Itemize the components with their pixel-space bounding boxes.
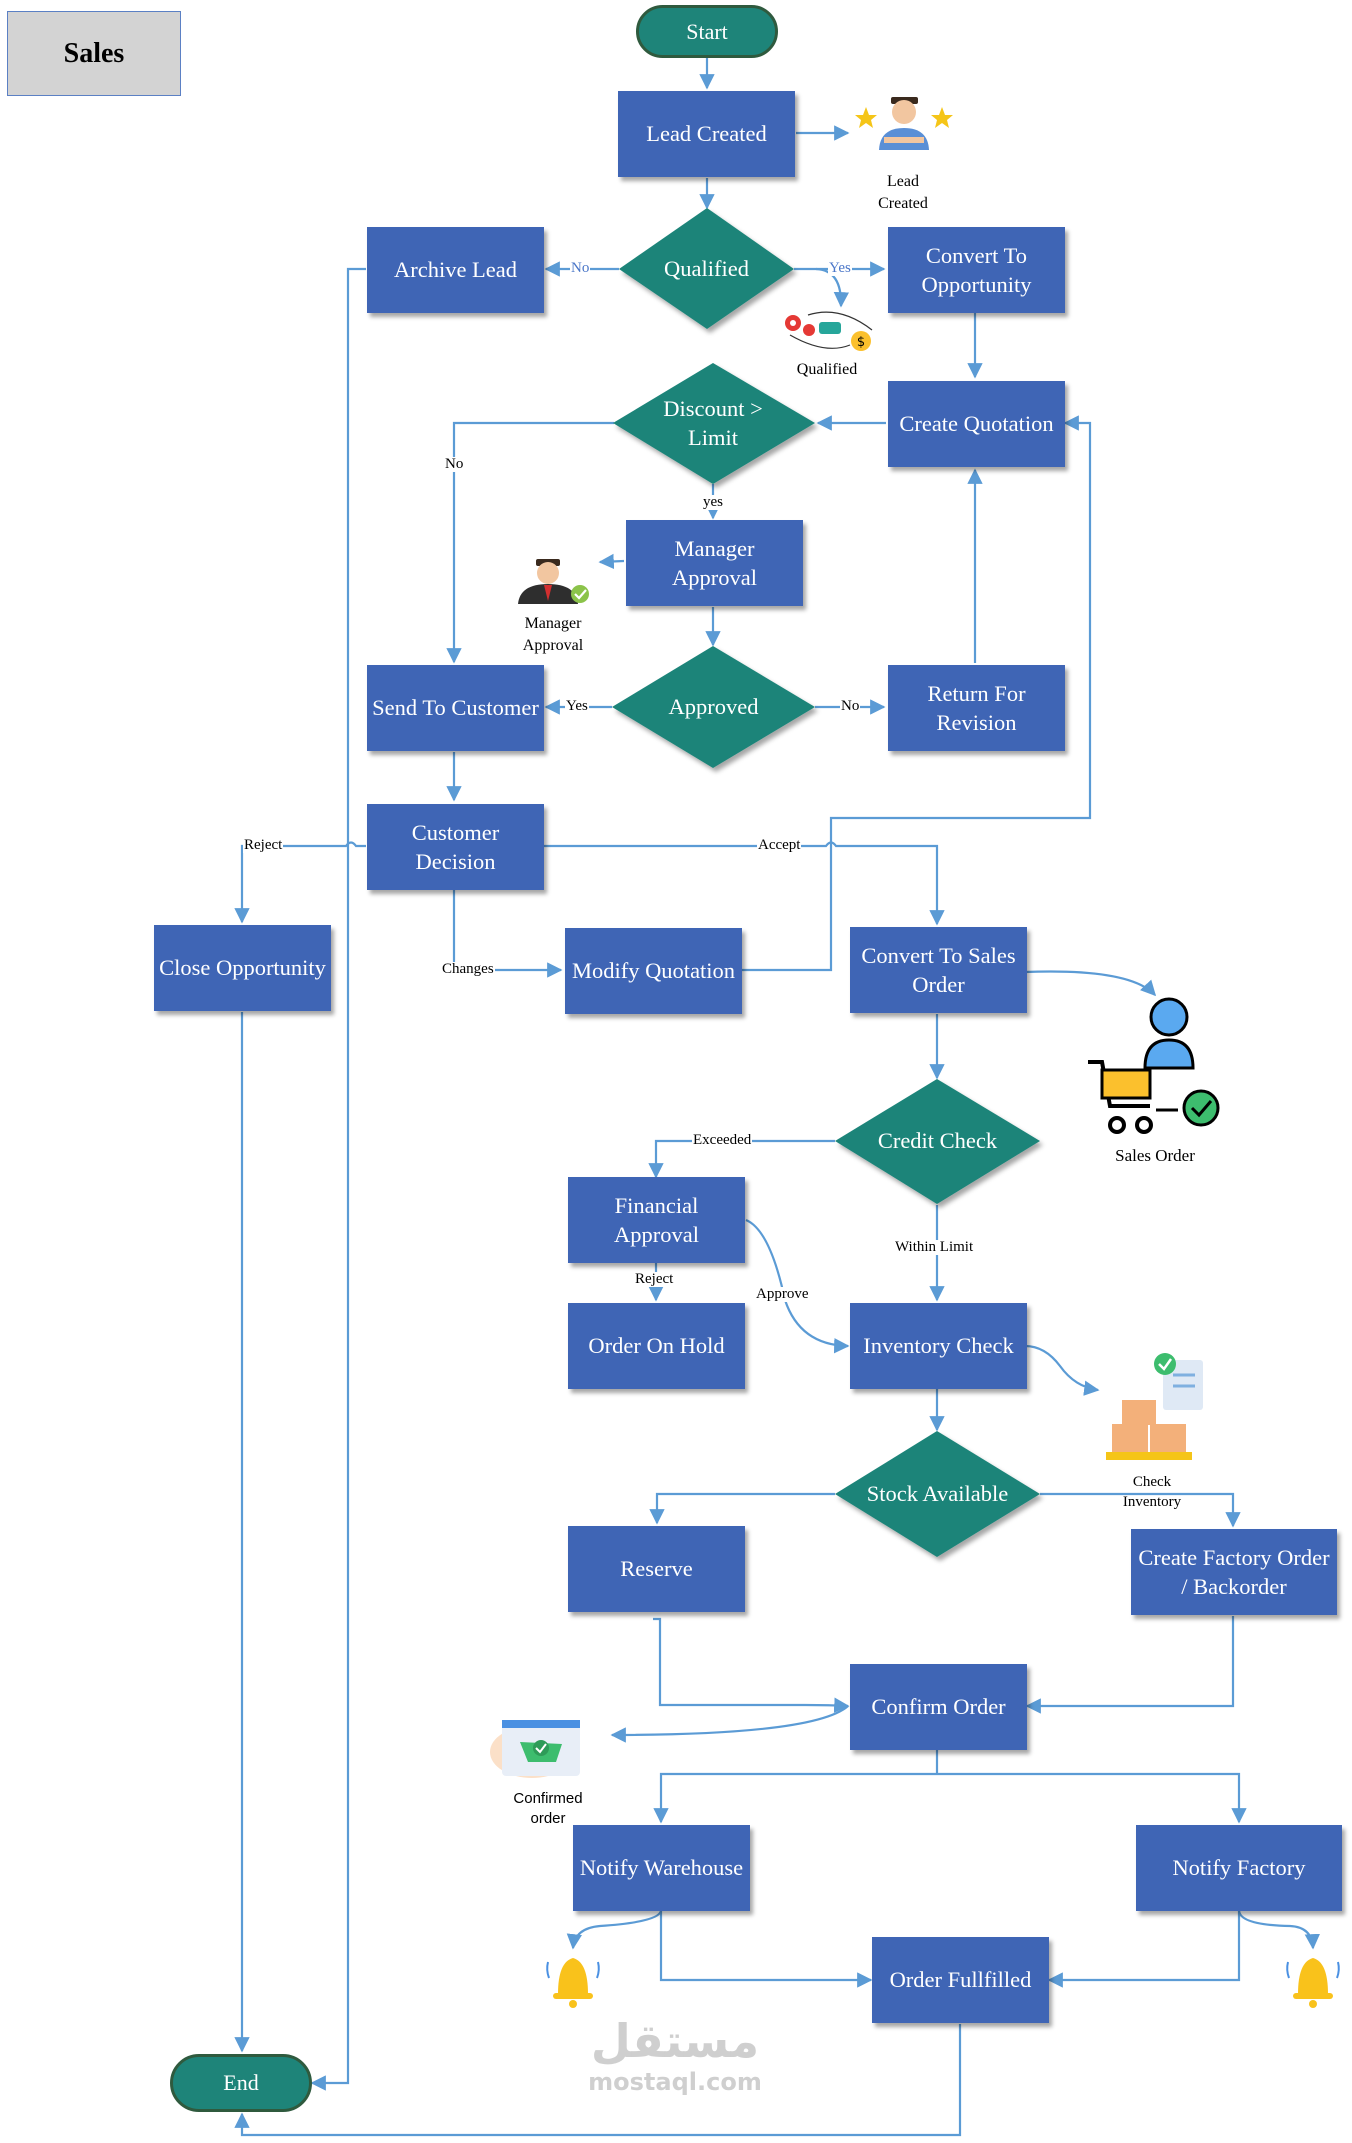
edge-decision-modify: [452, 890, 563, 978]
bell-icon: [1286, 1958, 1340, 2008]
reserve-box[interactable]: Reserve: [568, 1526, 745, 1612]
decision-stock-available: [835, 1431, 1040, 1557]
create-quotation-box[interactable]: Create Quotation: [888, 381, 1065, 467]
edge-confirm-warehouse: [653, 1772, 937, 1824]
edge-label-discount-no: No: [444, 456, 465, 472]
lead-created-box[interactable]: Lead Created: [618, 91, 795, 177]
qualified-label: Qualified: [664, 256, 749, 282]
return-revision-box[interactable]: Return For Revision: [888, 665, 1065, 751]
edge-factory-fulfilled: [1047, 1910, 1241, 1988]
gears-money-icon: $: [785, 311, 873, 351]
watermark-arabic: مستقل: [590, 2014, 760, 2068]
edge-label-no: No: [570, 260, 591, 276]
customer-decision-box[interactable]: Customer Decision: [367, 804, 544, 890]
edge-label-changes: Changes: [441, 961, 495, 977]
stock-available-label: Stock Available: [866, 1481, 1009, 1507]
edge-label-within-limit: Within Limit: [894, 1239, 975, 1255]
boxes-checklist-icon: [1106, 1353, 1203, 1460]
edge-warehouse-bell: [566, 1909, 663, 1950]
lead-created-caption: Lead Created: [878, 173, 928, 212]
edge-label-exceeded: Exceeded: [692, 1132, 753, 1148]
convert-sales-order-box[interactable]: Convert To Sales Order: [850, 927, 1027, 1013]
credit-check-label: Credit Check: [877, 1128, 998, 1154]
edge-label-approved-yes: Yes: [565, 698, 589, 714]
edge-salesorder-icon: [1024, 970, 1157, 997]
notify-factory-box[interactable]: Notify Factory: [1136, 1825, 1342, 1911]
watermark-latin: mostaql.com: [588, 2068, 762, 2096]
modify-quotation-box[interactable]: Modify Quotation: [565, 928, 742, 1014]
edge-fulfilled-end: [234, 2024, 962, 2137]
check-inventory-caption: Check Inventory: [1122, 1474, 1182, 1511]
edge-reserve-confirm: [653, 1617, 850, 1713]
edge-manager-icon: [598, 553, 625, 570]
edge-factory-bell: [1237, 1909, 1321, 1950]
edge-warehouse-fulfilled: [659, 1910, 873, 1988]
edge-label-accept: Accept: [757, 837, 802, 853]
end-terminator[interactable]: End: [170, 2054, 312, 2112]
factory-backorder-box[interactable]: Create Factory Order / Backorder: [1131, 1529, 1337, 1615]
bell-icon: [546, 1958, 600, 2008]
manager-check-icon: [518, 559, 589, 604]
edge-inventory-icon: [1024, 1344, 1100, 1396]
cart-user-check-icon: [1088, 997, 1220, 1134]
edge-decision-salesorder: [542, 841, 945, 926]
edge-label-yes: Yes: [828, 260, 852, 276]
decision-qualified: [619, 208, 794, 329]
edge-credit-financial: [648, 1139, 835, 1179]
svg-text:$: $: [857, 335, 865, 350]
confirmed-order-caption: Confirmed order: [513, 1790, 583, 1828]
notify-warehouse-box[interactable]: Notify Warehouse: [573, 1825, 750, 1911]
edge-confirm-icon: [610, 1705, 849, 1743]
edge-label-financial-reject: Reject: [634, 1271, 675, 1287]
edge-discount-send: [446, 421, 614, 664]
order-on-hold-box[interactable]: Order On Hold: [568, 1303, 745, 1389]
manager-approval-caption: Manager Approval: [522, 615, 584, 654]
edge-financial-inventory: [745, 1218, 850, 1354]
edge-qualified-icon: [815, 267, 850, 308]
order-fulfilled-box[interactable]: Order Fullfilled: [872, 1937, 1049, 2023]
edge-label-discount-yes: yes: [702, 494, 724, 510]
decision-discount: [613, 363, 815, 484]
approved-label: Approved: [668, 694, 759, 720]
edge-label-approve: Approve: [755, 1286, 810, 1302]
diagram-title: Sales: [7, 11, 181, 96]
decision-credit-check: [835, 1079, 1040, 1204]
edge-archive-end: [310, 267, 366, 2091]
archive-lead-box[interactable]: Archive Lead: [367, 227, 544, 313]
edge-label-reject: Reject: [243, 837, 284, 853]
edge-label-approved-no: No: [840, 698, 861, 714]
edge-stock-reserve: [649, 1492, 835, 1525]
convert-opportunity-box[interactable]: Convert To Opportunity: [888, 227, 1065, 313]
manager-approval-box[interactable]: Manager Approval: [626, 520, 803, 606]
sales-order-caption: Sales Order: [1115, 1146, 1195, 1165]
close-opportunity-box[interactable]: Close Opportunity: [154, 925, 331, 1011]
edge-stock-factory: [1040, 1492, 1241, 1528]
edge-decision-close: [234, 841, 366, 924]
inventory-check-box[interactable]: Inventory Check: [850, 1303, 1027, 1389]
start-terminator[interactable]: Start: [636, 5, 778, 58]
financial-approval-box[interactable]: Financial Approval: [568, 1177, 745, 1263]
edge-confirm-factory: [937, 1772, 1247, 1824]
decision-approved: [612, 646, 815, 768]
discount-limit-label: Discount > Limit: [663, 395, 763, 450]
confirm-order-box[interactable]: Confirm Order: [850, 1664, 1027, 1750]
send-to-customer-box[interactable]: Send To Customer: [367, 665, 544, 751]
qualified-caption: Qualified: [796, 361, 858, 378]
edge-modify-quote: [741, 415, 1092, 972]
confirmed-order-icon: [490, 1720, 580, 1778]
person-stars-icon: [855, 97, 953, 150]
edge-factory-confirm: [1025, 1616, 1235, 1714]
